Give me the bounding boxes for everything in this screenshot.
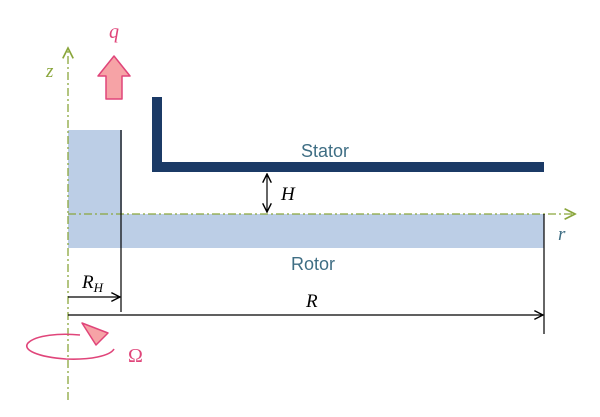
stator-horizontal-plate <box>152 162 544 172</box>
rotor-label: Rotor <box>291 254 335 274</box>
hub-radius-sub: H <box>93 280 104 295</box>
up-arrow-icon <box>97 55 131 100</box>
hub-radius-label: RH <box>81 272 104 295</box>
hub-radius-main: R <box>81 272 94 293</box>
stator-body <box>152 97 544 172</box>
circular-rotation-arrow-icon <box>25 322 115 360</box>
flow-label: q <box>109 21 119 43</box>
rotation-label: Ω <box>128 345 143 367</box>
rotor-disk <box>68 214 544 248</box>
outer-radius-label: R <box>305 291 318 312</box>
z-axis-label: z <box>45 61 54 82</box>
rotor-body <box>68 130 544 248</box>
stator-label: Stator <box>301 141 349 161</box>
r-axis-label: r <box>558 224 566 245</box>
gap-label: H <box>280 184 296 205</box>
stator-vertical-wall <box>152 97 162 172</box>
